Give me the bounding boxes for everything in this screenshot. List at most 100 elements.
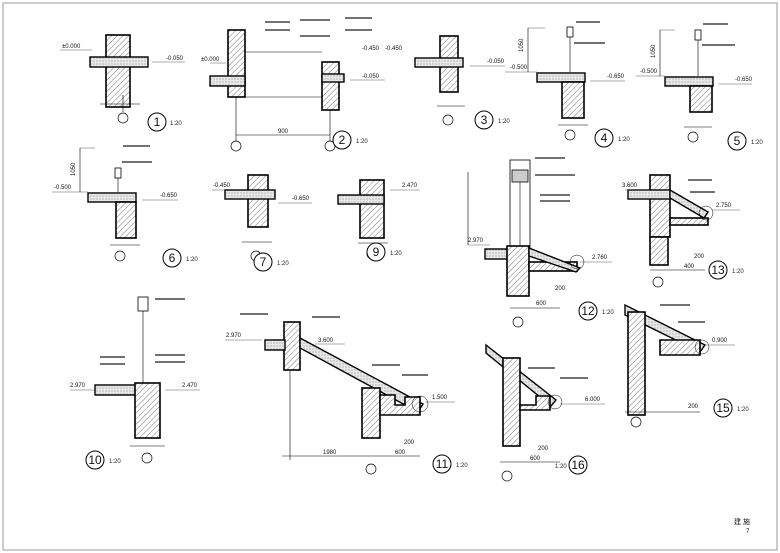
detail-6: 1050 -0.500 -0.650 6 1:20 [52,145,198,268]
detail-15: 0.900 200 15 1:20 [624,303,749,428]
elevation-label: -0.500 [54,185,72,191]
elevation-label: 3.600 [622,183,638,189]
detail-scale: 1:20 [186,257,198,263]
detail-index-circle [713,398,733,418]
detail-index-circle [253,252,273,272]
elevation-label: 1.500 [432,395,448,401]
elevation-label: 2.970 [70,383,86,389]
detail-number: 5 [734,134,741,148]
detail-3: -0.450 -0.050 3 1:20 [385,35,510,130]
detail-scale: 1:20 [751,140,763,146]
detail-number: 2 [339,133,346,147]
sheet-title: 建 施 [734,517,750,526]
detail-number: 4 [601,131,608,145]
detail-number: 16 [571,458,585,472]
dimension-label: 200 [555,286,566,292]
elevation-label: ±0.000 [62,44,81,50]
elevation-label: -0.050 [166,56,184,62]
detail-number: 10 [88,453,102,467]
dimension-label: 900 [278,129,289,135]
elevation-label: 2.470 [402,183,418,189]
detail-13: 3.600 2.750 400 200 13 1:20 [622,174,744,288]
dimension-label: 200 [688,404,699,410]
dimension-label: 600 [536,301,547,307]
elevation-label: 2.970 [226,333,242,339]
elevation-label: -0.650 [735,77,753,83]
detail-number: 13 [711,263,725,277]
dimension-label: 200 [538,446,549,452]
axis-bubble [114,250,126,262]
axis-bubble [365,463,377,475]
axis-bubble [564,129,576,141]
axis-bubble [630,416,642,428]
detail-4: 1050 -0.500 -0.650 4 1:20 [505,21,630,148]
detail-5: 1050 -0.500 -0.650 5 1:20 [636,23,763,151]
elevation-label: -0.450 [385,46,403,52]
detail-index-circle [474,110,494,130]
dimension-label: 600 [530,456,541,462]
detail-number: 11 [436,457,449,471]
detail-index-circle [708,260,728,280]
detail-index-circle [727,131,747,151]
elevation-label: -0.500 [640,69,658,75]
detail-scale: 1:20 [109,459,121,465]
detail-7: -0.450 -0.650 7 1:20 [212,174,312,272]
elevation-label: -0.450 [362,46,380,52]
dimension-label: 1050 [651,44,657,58]
elevation-label: -0.650 [292,196,310,202]
elevation-label: 2.970 [468,238,484,244]
elevation-label: -0.650 [160,193,178,199]
detail-number: 7 [260,255,267,269]
detail-scale: 1:20 [356,139,368,145]
detail-index-circle [594,128,614,148]
detail-2: ±0.000 -0.450 -0.050 900 2 1:20 [201,17,385,152]
detail-9: 2.470 9 1:20 [337,179,420,262]
detail-index-circle [85,450,105,470]
axis-bubble [230,140,242,152]
elevation-label: -0.050 [362,74,380,80]
detail-11: 2.970 3.600 1.500 1980 600 200 11 1:20 [225,313,468,475]
axis-bubble [501,470,513,482]
detail-index-circle [162,248,182,268]
elevation-label: 2.750 [716,203,732,209]
detail-12: 2.970 2.760 600 200 12 1:20 [467,157,614,328]
detail-number: 12 [581,304,595,318]
elevation-label: -0.500 [510,65,528,71]
detail-scale: 1:20 [732,269,744,275]
elevation-label: 3.600 [318,338,334,344]
dimension-label: 200 [694,254,705,260]
detail-scale: 1:20 [498,119,510,125]
elevation-label: -0.050 [487,59,505,65]
axis-bubble [117,112,129,124]
dimension-label: 1050 [71,162,77,176]
detail-scale: 1:20 [555,464,567,470]
detail-scale: 1:20 [618,137,630,143]
elevation-label: 2.470 [182,383,198,389]
detail-index-circle [147,112,167,132]
detail-number: 9 [373,245,380,259]
elevation-label: ±0.000 [201,57,220,63]
elevation-label: 0.900 [712,338,728,344]
detail-index-circle [578,301,598,321]
dimension-label: 1050 [519,38,525,52]
detail-number: 15 [716,401,730,415]
detail-scale: 1:20 [602,310,614,316]
detail-scale: 1:20 [277,261,289,267]
detail-index-circle [568,455,588,475]
detail-scale: 1:20 [170,121,182,127]
dimension-label: 400 [684,264,695,270]
dimension-label: 1980 [323,450,337,456]
axis-bubble [442,114,454,126]
detail-scale: 1:20 [390,251,402,257]
detail-16: 6.000 600 200 1:20 16 [485,343,605,482]
detail-scale: 1:20 [456,463,468,469]
elevation-label: -0.650 [607,74,625,80]
elevation-label: 6.000 [585,397,601,403]
axis-bubble [687,131,699,143]
detail-index-circle [366,242,386,262]
elevation-label: -0.450 [213,183,231,189]
elevation-label: 2.760 [592,255,608,261]
axis-bubble [652,276,664,288]
sheet-number: 7 [746,529,750,535]
